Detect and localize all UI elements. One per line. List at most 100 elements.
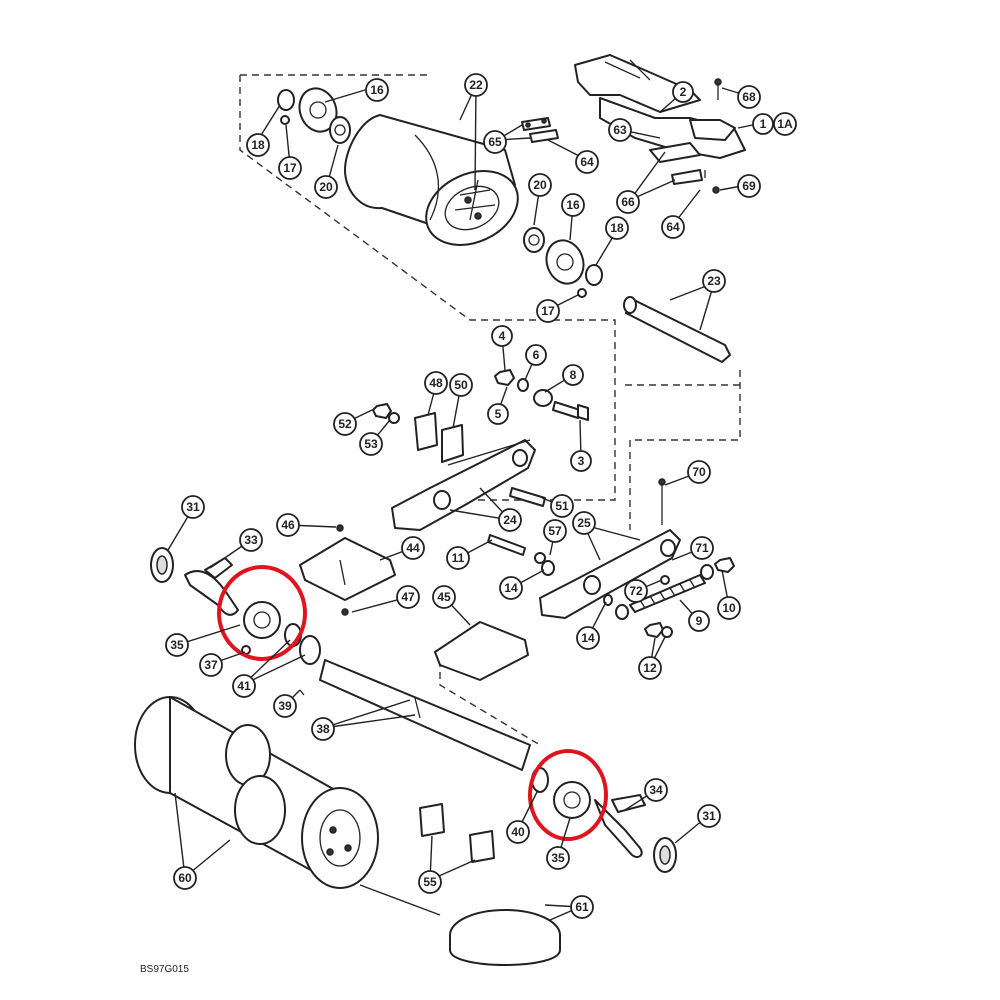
callout-number: 18 [251,138,265,152]
callout-bubble [491,325,513,347]
callout-number: 25 [577,516,591,530]
callout-71: 71 [690,536,714,560]
callout-number: 34 [649,783,663,797]
upper-roller-assembly [277,87,603,298]
callout-60: 60 [173,866,197,890]
callout-31: 31 [181,495,205,519]
callout-bubble [717,596,741,620]
callout-number: 14 [504,581,518,595]
callout-number: 51 [555,499,569,513]
callout-18: 18 [605,216,629,240]
callout-34: 34 [644,778,668,802]
callout-bubble [561,193,585,217]
callout-2: 2 [672,81,694,103]
callout-33: 33 [239,528,263,552]
callout-1A: 1A [773,112,797,136]
callout-bubble [432,585,456,609]
callout-number: 39 [278,699,292,713]
callout-number: 57 [548,524,562,538]
callout-number: 52 [338,417,352,431]
main-shaft-38 [299,659,531,771]
callout-38: 38 [311,717,335,741]
callout-bubble [525,344,547,366]
callout-12: 12 [638,656,662,680]
callout-bubble [333,412,357,436]
callout-bubble [311,717,335,741]
callout-number: 5 [495,407,502,421]
callout-number: 3 [578,454,585,468]
callout-55: 55 [418,870,442,894]
callout-bubble [550,494,574,518]
callout-number: 64 [666,220,680,234]
callout-bubble [702,269,726,293]
callout-number: 53 [364,437,378,451]
callout-68: 68 [737,85,761,109]
callout-bubble [276,513,300,537]
callout-bubble [487,403,509,425]
callout-number: 66 [621,195,635,209]
callout-number: 64 [580,155,594,169]
callout-24: 24 [498,508,522,532]
callout-bubble [752,113,774,135]
pivot-hardware [494,369,589,421]
callout-number: 14 [581,631,595,645]
callout-number: 47 [401,590,415,604]
callout-number: 55 [423,875,437,889]
callout-number: 31 [702,809,716,823]
callout-bubble [314,175,338,199]
callout-25: 25 [572,511,596,535]
callout-64: 64 [661,215,685,239]
callout-23: 23 [702,269,726,293]
callout-bubble [359,432,383,456]
callout-number: 17 [541,304,555,318]
callout-bubble [638,656,662,680]
callout-bubble [449,373,473,397]
callout-6: 6 [525,344,547,366]
callout-bubble [608,118,632,142]
callout-1: 1 [752,113,774,135]
callout-bubble [575,150,599,174]
callout-bubble [572,511,596,535]
callout-bubble [498,508,522,532]
callout-8: 8 [562,364,584,386]
callout-bubble [181,495,205,519]
callout-bubble [446,546,470,570]
callout-5: 5 [487,403,509,425]
callout-18: 18 [246,133,270,157]
callout-bubble [246,133,270,157]
callout-57: 57 [543,519,567,543]
callout-72: 72 [624,579,648,603]
highlight-circle-left-sprocket [217,565,307,661]
callout-number: 65 [488,135,502,149]
callout-number: 60 [178,871,192,885]
callout-50: 50 [449,373,473,397]
callout-bubble [483,130,507,154]
callout-bubble [644,778,668,802]
lever-arm-25 [487,478,681,619]
callout-bubble [605,216,629,240]
callout-number: 18 [610,221,624,235]
chain-link-parts [521,117,559,143]
callout-number: 8 [570,368,577,382]
callout-20: 20 [528,173,552,197]
callout-number: 44 [406,541,420,555]
callout-number: 16 [370,83,384,97]
callout-number: 24 [503,513,517,527]
right-drive-assembly [531,767,677,873]
callout-17: 17 [278,156,302,180]
callout-bubble [672,81,694,103]
callout-69: 69 [737,174,761,198]
callout-40: 40 [506,820,530,844]
callout-22: 22 [464,73,488,97]
callout-number: 70 [692,465,706,479]
callout-bubble [536,299,560,323]
callout-number: 17 [283,161,297,175]
callout-number: 35 [170,638,184,652]
callout-number: 23 [707,274,721,288]
callout-number: 31 [186,500,200,514]
callout-44: 44 [401,536,425,560]
callout-bubble [173,866,197,890]
callout-number: 46 [281,518,295,532]
callout-4: 4 [491,325,513,347]
callout-bubble [576,626,600,650]
